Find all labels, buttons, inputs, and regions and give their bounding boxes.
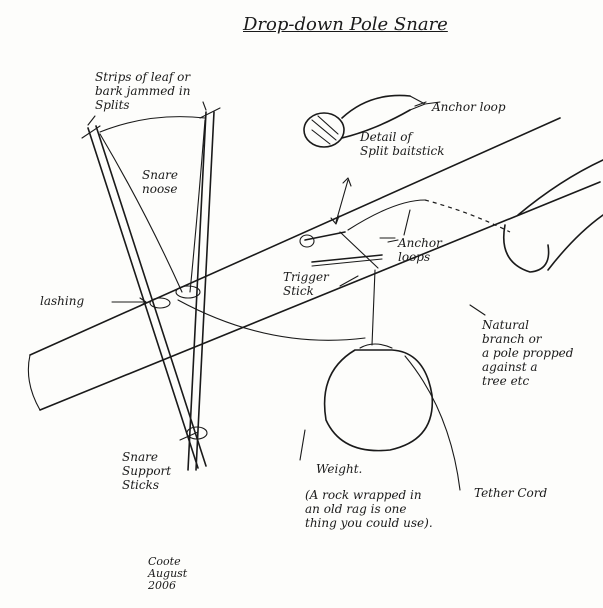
signature: Coote August 2006: [148, 555, 188, 592]
weight-note-label: (A rock wrapped in an old rag is one thi…: [305, 488, 433, 530]
detail-arrow: [330, 177, 352, 225]
detail-label: Detail of Split baitstick: [360, 130, 445, 158]
trigger-stick-label: Trigger Stick: [283, 270, 329, 298]
tether-cord-label: Tether Cord: [474, 486, 548, 500]
strips-label: Strips of leaf or bark jammed in Splits: [95, 70, 191, 112]
weight-rock: [323, 343, 461, 491]
anchor-loop-label: Anchor loop: [432, 100, 506, 114]
support-sticks-label: Snare Support Sticks: [122, 450, 172, 492]
tree-stub: [503, 159, 603, 273]
weight-label: Weight.: [316, 462, 363, 476]
lashing-label: lashing: [40, 294, 85, 308]
pole: [27, 117, 601, 411]
snare-cord: [177, 199, 511, 346]
snare-support-sticks: [81, 107, 221, 471]
lashing: [149, 285, 208, 440]
snare-noose: [99, 116, 206, 293]
bait-stick: [299, 209, 411, 267]
snare-noose-label: Snare noose: [142, 168, 178, 196]
pointer-arrows: [87, 101, 486, 461]
anchor-loops-label: Anchor loops: [398, 236, 442, 264]
page-title: Drop-down Pole Snare: [243, 14, 448, 35]
natural-branch-label: Natural branch or a pole propped against…: [482, 318, 574, 388]
baitstick-detail: [303, 94, 441, 148]
